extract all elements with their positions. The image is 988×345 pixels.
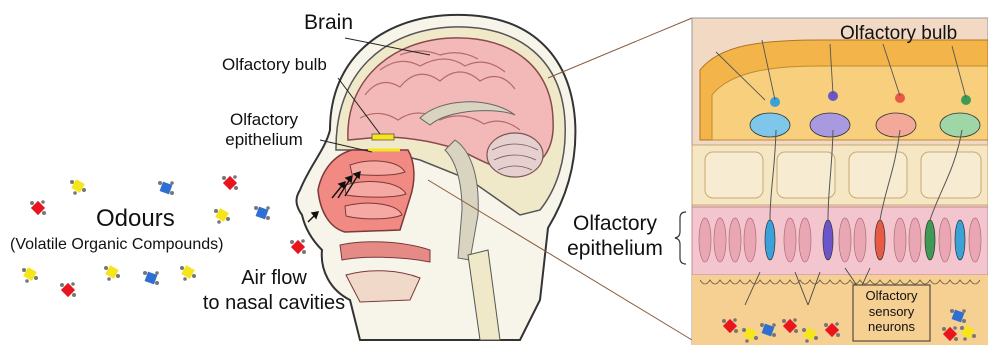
brain-label: Brain bbox=[304, 11, 353, 35]
odours-subtitle: (Volatile Organic Compounds) bbox=[10, 236, 223, 254]
magnified-panel bbox=[692, 18, 988, 345]
sensory-neurons-label: Olfactory sensory neurons bbox=[853, 288, 930, 335]
epithelium-bracket bbox=[675, 212, 686, 264]
molecule-red-icon bbox=[60, 282, 76, 297]
molecule-yellow-icon bbox=[70, 179, 86, 195]
molecule-red-icon bbox=[290, 239, 306, 254]
olfactory-epithelium-panel-label: Olfactory epithelium bbox=[556, 211, 674, 261]
molecule-yellow-icon bbox=[104, 265, 120, 281]
olfactory-epithelium-label: Olfactory epithelium bbox=[212, 110, 316, 149]
molecule-yellow-icon bbox=[22, 267, 38, 283]
molecule-blue-icon bbox=[254, 206, 270, 220]
olfactory-bulb-label: Olfactory bulb bbox=[222, 55, 327, 75]
airflow-label: Air flow to nasal cavities bbox=[190, 266, 358, 316]
molecule-red-icon bbox=[30, 200, 46, 215]
molecule-blue-icon bbox=[158, 181, 174, 195]
molecule-red-icon bbox=[222, 175, 238, 190]
molecule-yellow-icon bbox=[214, 208, 230, 224]
odours-title: Odours bbox=[96, 205, 175, 233]
olfactory-bulb-panel-label: Olfactory bulb bbox=[840, 23, 957, 45]
molecule-blue-icon bbox=[143, 271, 159, 285]
olfactory-bulb-shape bbox=[372, 134, 394, 140]
